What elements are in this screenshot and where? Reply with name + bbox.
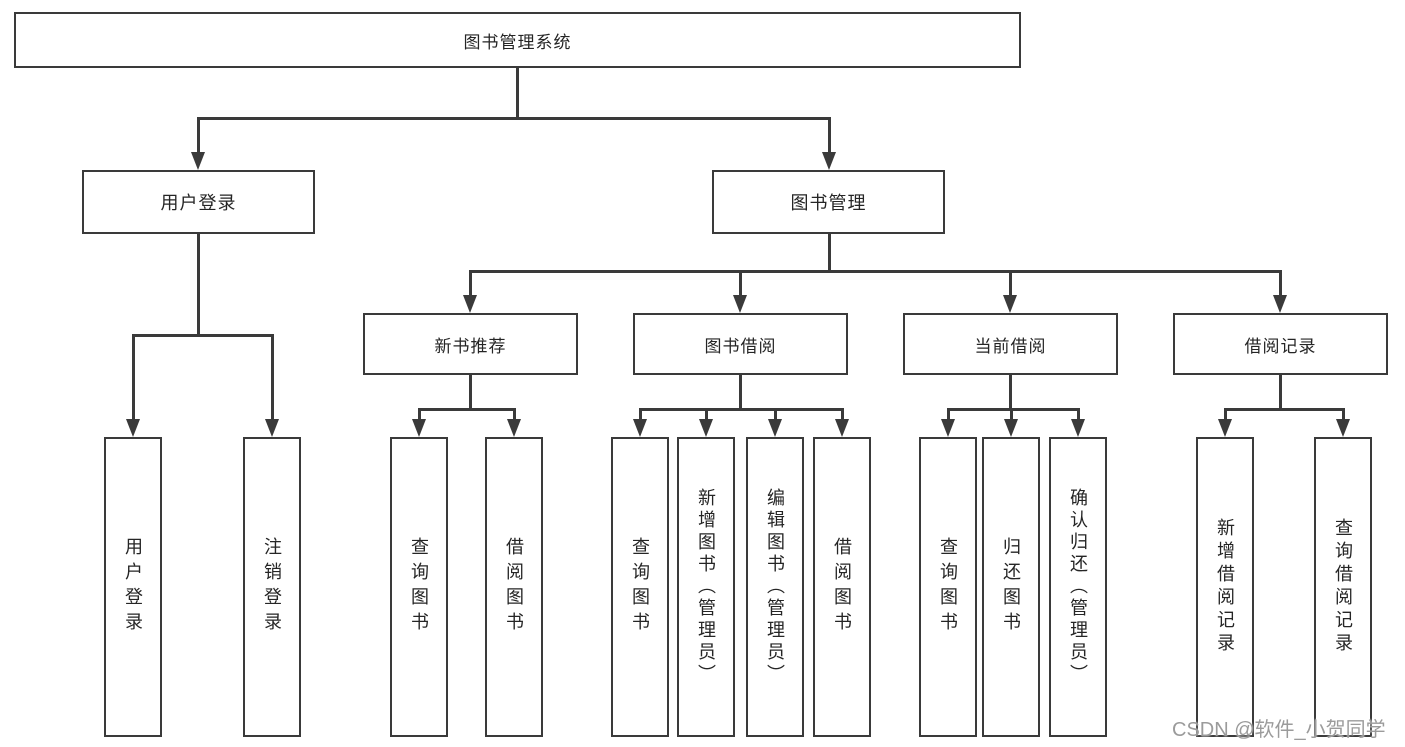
arrow-down-icon bbox=[941, 419, 955, 437]
connector-line bbox=[828, 234, 831, 273]
connector-line bbox=[639, 408, 843, 411]
connector-line bbox=[513, 408, 516, 421]
connector-line bbox=[828, 117, 831, 155]
connector-line bbox=[739, 375, 742, 411]
connector-line bbox=[739, 270, 742, 297]
node-user-login-branch: 用户登录 bbox=[82, 170, 315, 234]
leaf-add-book-admin: 新增图书（管理员） bbox=[677, 437, 735, 737]
connector-line bbox=[947, 408, 1079, 411]
arrow-down-icon bbox=[126, 419, 140, 437]
leaf-query-borrow-record: 查询借阅记录 bbox=[1314, 437, 1372, 737]
connector-line bbox=[1009, 375, 1012, 411]
connector-line bbox=[469, 375, 472, 411]
connector-line bbox=[197, 117, 200, 155]
node-root: 图书管理系统 bbox=[14, 12, 1021, 68]
arrow-down-icon bbox=[1004, 419, 1018, 437]
node-borrowing-records: 借阅记录 bbox=[1173, 313, 1388, 375]
connector-line bbox=[197, 234, 200, 337]
leaf-query-books-recommend: 查询图书 bbox=[390, 437, 448, 737]
arrow-down-icon bbox=[1003, 295, 1017, 313]
arrow-down-icon bbox=[1218, 419, 1232, 437]
node-book-borrowing: 图书借阅 bbox=[633, 313, 848, 375]
arrow-down-icon bbox=[1336, 419, 1350, 437]
leaf-logout: 注销登录 bbox=[243, 437, 301, 737]
arrow-down-icon bbox=[1273, 295, 1287, 313]
arrow-down-icon bbox=[1071, 419, 1085, 437]
connector-line bbox=[271, 334, 274, 421]
connector-line bbox=[418, 408, 421, 421]
connector-line bbox=[1010, 408, 1013, 421]
connector-line bbox=[774, 408, 777, 421]
leaf-confirm-return-admin: 确认归还（管理员） bbox=[1049, 437, 1107, 737]
connector-line bbox=[705, 408, 708, 421]
arrow-down-icon bbox=[507, 419, 521, 437]
arrow-down-icon bbox=[191, 152, 205, 170]
leaf-return-books: 归还图书 bbox=[982, 437, 1040, 737]
leaf-user-login: 用户登录 bbox=[104, 437, 162, 737]
leaf-query-books-current: 查询图书 bbox=[919, 437, 977, 737]
arrow-down-icon bbox=[412, 419, 426, 437]
connector-line bbox=[418, 408, 516, 411]
connector-line bbox=[469, 270, 1282, 273]
node-book-management-branch: 图书管理 bbox=[712, 170, 945, 234]
arrow-down-icon bbox=[265, 419, 279, 437]
node-new-book-recommend: 新书推荐 bbox=[363, 313, 578, 375]
connector-line bbox=[1279, 270, 1282, 297]
node-current-borrowing: 当前借阅 bbox=[903, 313, 1118, 375]
connector-line bbox=[132, 334, 274, 337]
arrow-down-icon bbox=[835, 419, 849, 437]
connector-line bbox=[947, 408, 950, 421]
leaf-edit-book-admin: 编辑图书（管理员） bbox=[746, 437, 804, 737]
leaf-query-books-borrowing: 查询图书 bbox=[611, 437, 669, 737]
connector-line bbox=[469, 270, 472, 297]
arrow-down-icon bbox=[733, 295, 747, 313]
connector-line bbox=[1224, 408, 1344, 411]
connector-line bbox=[841, 408, 844, 421]
leaf-borrow-books-recommend: 借阅图书 bbox=[485, 437, 543, 737]
arrow-down-icon bbox=[822, 152, 836, 170]
arrow-down-icon bbox=[768, 419, 782, 437]
connector-line bbox=[132, 334, 135, 421]
leaf-add-borrow-record: 新增借阅记录 bbox=[1196, 437, 1254, 737]
connector-line bbox=[1342, 408, 1345, 421]
csdn-watermark: CSDN @软件_小贺同学 bbox=[1172, 719, 1386, 741]
connector-line bbox=[1224, 408, 1227, 421]
connector-line bbox=[516, 68, 519, 119]
arrow-down-icon bbox=[633, 419, 647, 437]
arrow-down-icon bbox=[463, 295, 477, 313]
leaf-borrow-books-borrowing: 借阅图书 bbox=[813, 437, 871, 737]
connector-line bbox=[1077, 408, 1080, 421]
connector-line bbox=[1009, 270, 1012, 297]
connector-line bbox=[639, 408, 642, 421]
arrow-down-icon bbox=[699, 419, 713, 437]
connector-line bbox=[197, 117, 831, 120]
connector-line bbox=[1279, 375, 1282, 411]
